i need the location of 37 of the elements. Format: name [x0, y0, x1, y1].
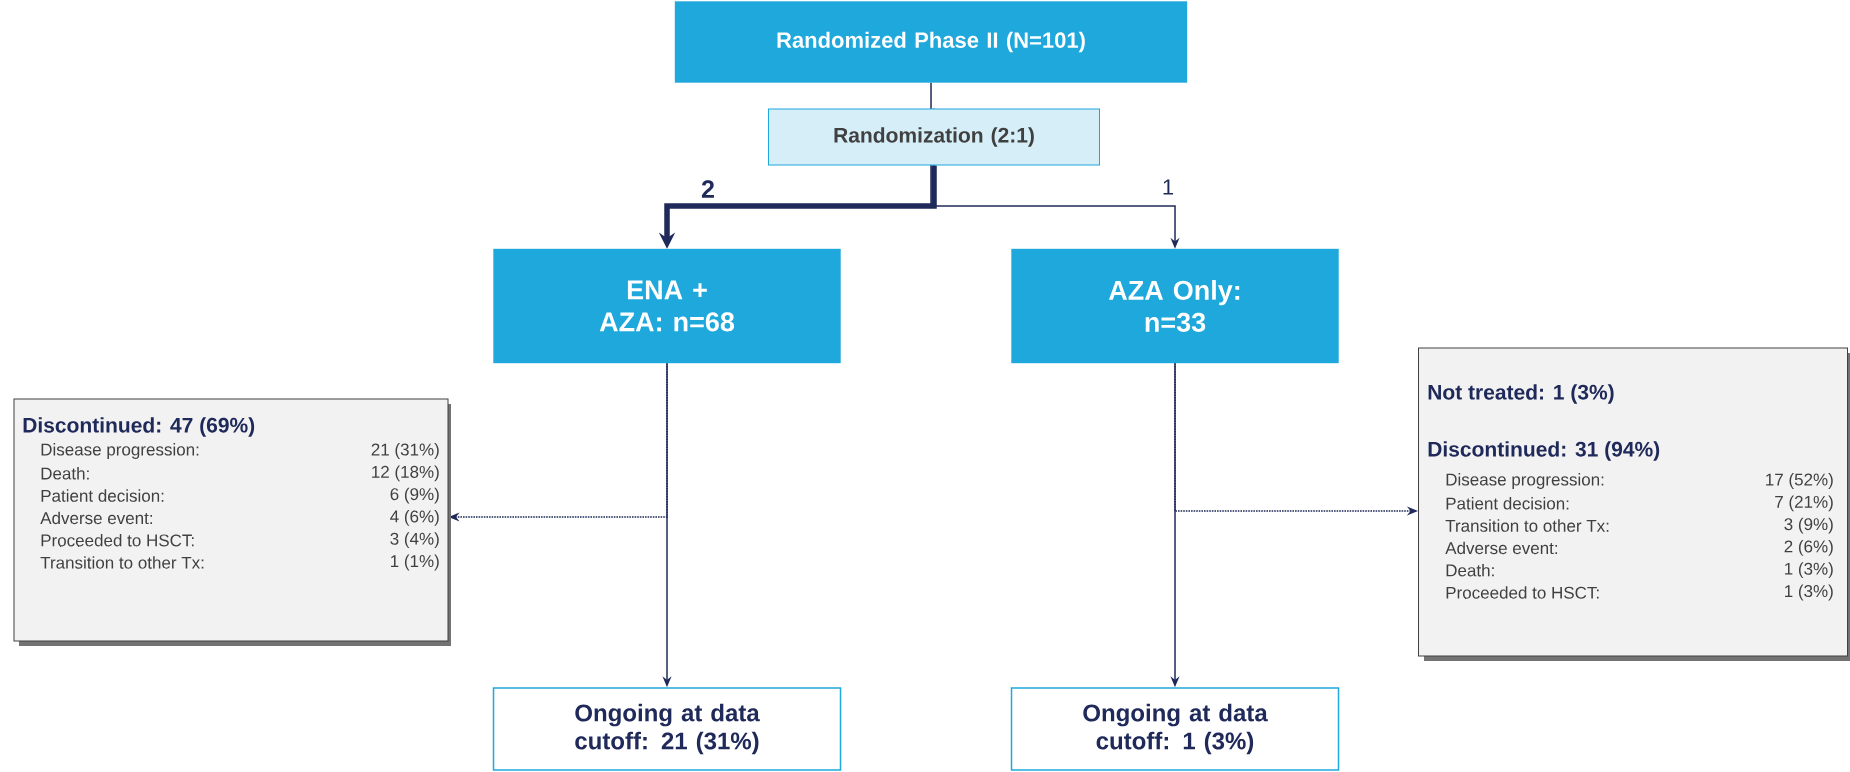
list-item-value: 3 (9%)	[1784, 517, 1833, 534]
list-item-label: Patient decision:	[1446, 497, 1569, 510]
process-box: Randomized Phase II (N=101)	[674, 1, 1188, 83]
list-item-label: Disease progression:	[1446, 473, 1604, 489]
list-item-value: 1 (1%)	[391, 554, 439, 571]
list-item-value: 4 (6%)	[390, 510, 439, 526]
list-item-label: Disease progression:	[41, 443, 199, 459]
list-heading: Discontinued: 31 (94%)	[1428, 441, 1660, 461]
process-box: ENA + AZA: n=68	[493, 248, 841, 364]
list-item-label: Patient decision:	[41, 489, 164, 502]
list-card	[13, 398, 451, 646]
list-item-label: Transition to other Tx:	[1445, 519, 1609, 532]
list-heading: Not treated: 1 (3%)	[1428, 384, 1614, 404]
list-item-value: 12 (18%)	[372, 465, 439, 482]
list-item-label: Death:	[41, 467, 89, 480]
list-item-value: 21 (31%)	[371, 443, 439, 459]
list-item-label: Death:	[1446, 563, 1494, 577]
process-box: AZA Only: n=33	[1011, 248, 1339, 364]
outcome-box: Ongoing at data cutoff: 1 (3%)	[1010, 687, 1340, 771]
list-item-value: 6 (9%)	[390, 487, 439, 504]
list-item-value: 2 (6%)	[1784, 540, 1833, 556]
list-item-label: Transition to other Tx:	[40, 556, 204, 569]
list-item-value: 3 (4%)	[390, 532, 439, 549]
list-item-label: Proceeded to HSCT:	[1446, 586, 1599, 599]
list-item-value: 7 (21%)	[1775, 495, 1833, 512]
list-heading: Discontinued: 47 (69%)	[23, 417, 255, 437]
list-item-value: 1 (3%)	[1785, 562, 1833, 579]
list-item-label: Adverse event:	[1445, 541, 1558, 555]
list-item-value: 1 (3%)	[1785, 584, 1833, 601]
list-item-value: 17 (52%)	[1766, 473, 1833, 489]
edge-label: 2	[701, 180, 714, 198]
list-item-label: Adverse event:	[40, 511, 152, 525]
outcome-box: Ongoing at data cutoff: 21 (31%)	[492, 687, 842, 771]
list-item-label: Proceeded to HSCT:	[41, 533, 194, 547]
randomization-box: Randomization (2:1)	[768, 108, 1100, 166]
list-card	[1418, 347, 1850, 661]
edge-label: 1	[1163, 179, 1174, 195]
